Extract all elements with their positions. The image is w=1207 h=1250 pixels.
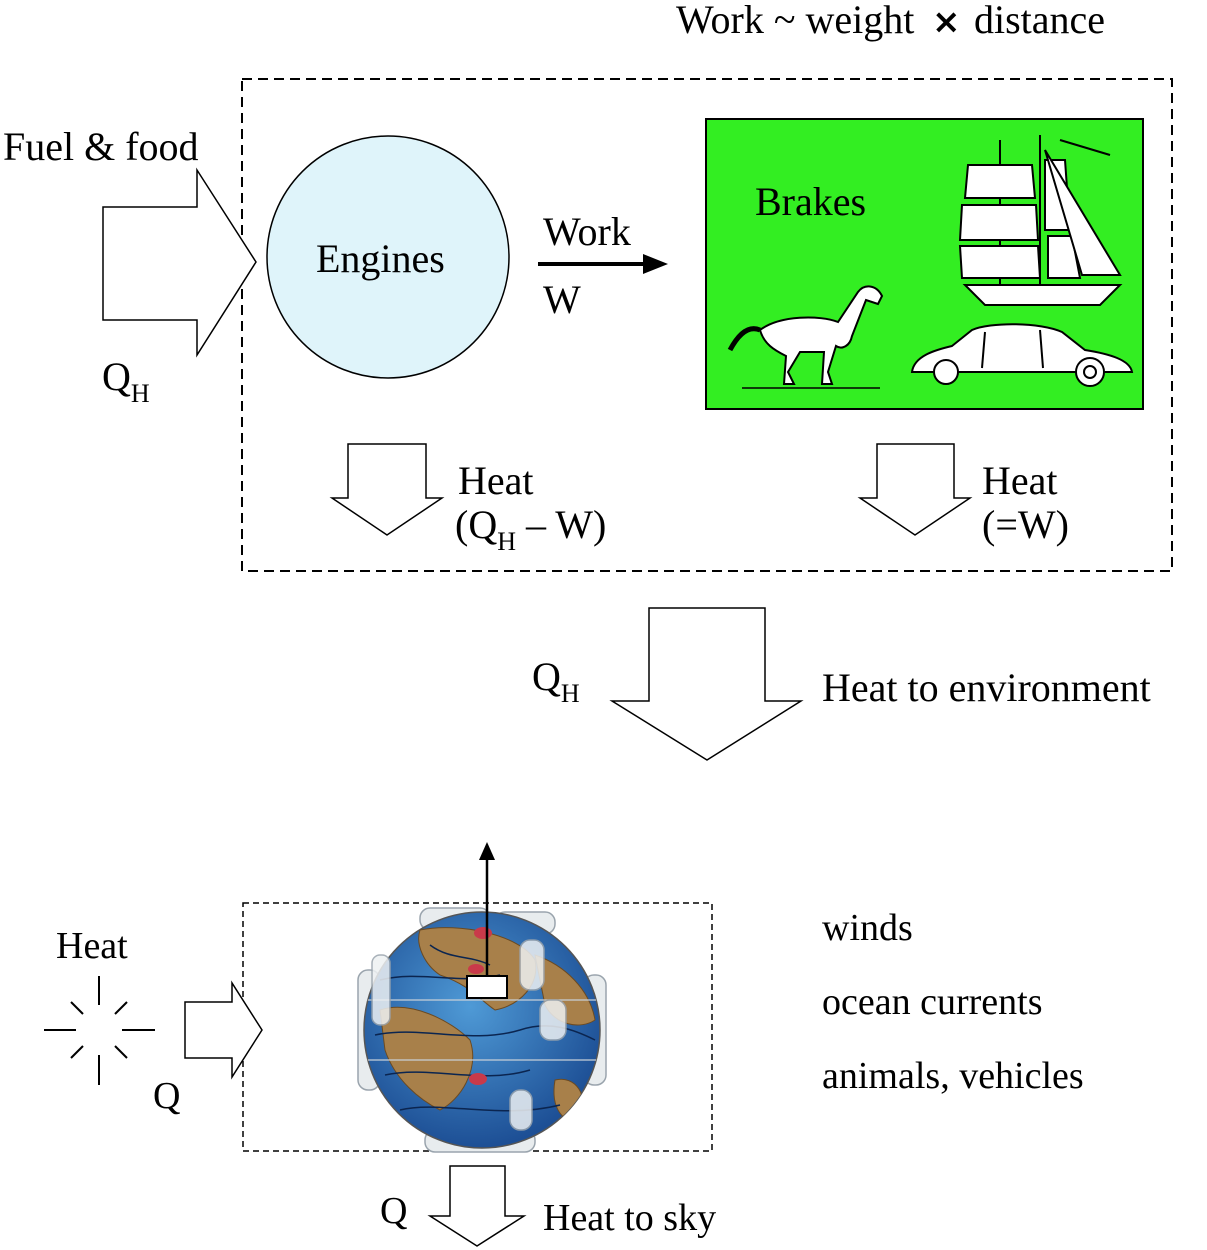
fuel-food-label: Fuel & food	[3, 124, 199, 169]
fuel-input-arrow	[102, 167, 257, 358]
work-arrow-head	[643, 254, 668, 274]
solar-q-label: Q	[153, 1075, 180, 1117]
sun-heat-label: Heat	[56, 925, 128, 967]
brake-heat-arrow	[857, 443, 973, 536]
heat-to-environment-label: Heat to environment	[822, 665, 1151, 710]
effect-ocean-currents: ocean currents	[822, 981, 1043, 1023]
qh-environment-label: QH	[532, 654, 580, 708]
formula-left: Work ~ weight	[676, 0, 914, 42]
effect-winds: winds	[822, 907, 913, 949]
brake-heat-value: (=W)	[982, 502, 1069, 547]
w-label: W	[543, 277, 581, 322]
brakes-label: Brakes	[755, 179, 866, 224]
sun-icon	[44, 976, 155, 1085]
heat-to-sky-label: Heat to sky	[543, 1197, 716, 1239]
engine-heat-formula: (QH – W)	[455, 502, 606, 556]
environment-arrow	[609, 607, 804, 761]
solar-heat-arrow	[184, 980, 263, 1080]
qh-input-label: QH	[102, 354, 150, 408]
work-label: Work	[543, 209, 631, 254]
effect-animals-vehicles: animals, vehicles	[822, 1055, 1084, 1097]
system-boundary-top	[241, 78, 1173, 572]
brake-heat-label: Heat	[982, 458, 1058, 503]
formula-right: distance	[974, 0, 1105, 42]
horse-icon	[727, 285, 884, 389]
engine-heat-arrow	[329, 443, 445, 536]
heat-engine-box	[466, 975, 508, 999]
car-icon	[910, 323, 1134, 387]
sky-q-label: Q	[380, 1190, 407, 1232]
sailing-ship-icon	[958, 135, 1123, 306]
times-symbol: ×	[932, 2, 961, 42]
engine-heat-label: Heat	[458, 458, 534, 503]
engines-circle	[266, 135, 510, 379]
engines-label: Engines	[316, 236, 445, 281]
sky-heat-arrow	[427, 1165, 527, 1247]
vertical-arrow-head	[479, 842, 495, 860]
globe-icon	[357, 907, 607, 1153]
